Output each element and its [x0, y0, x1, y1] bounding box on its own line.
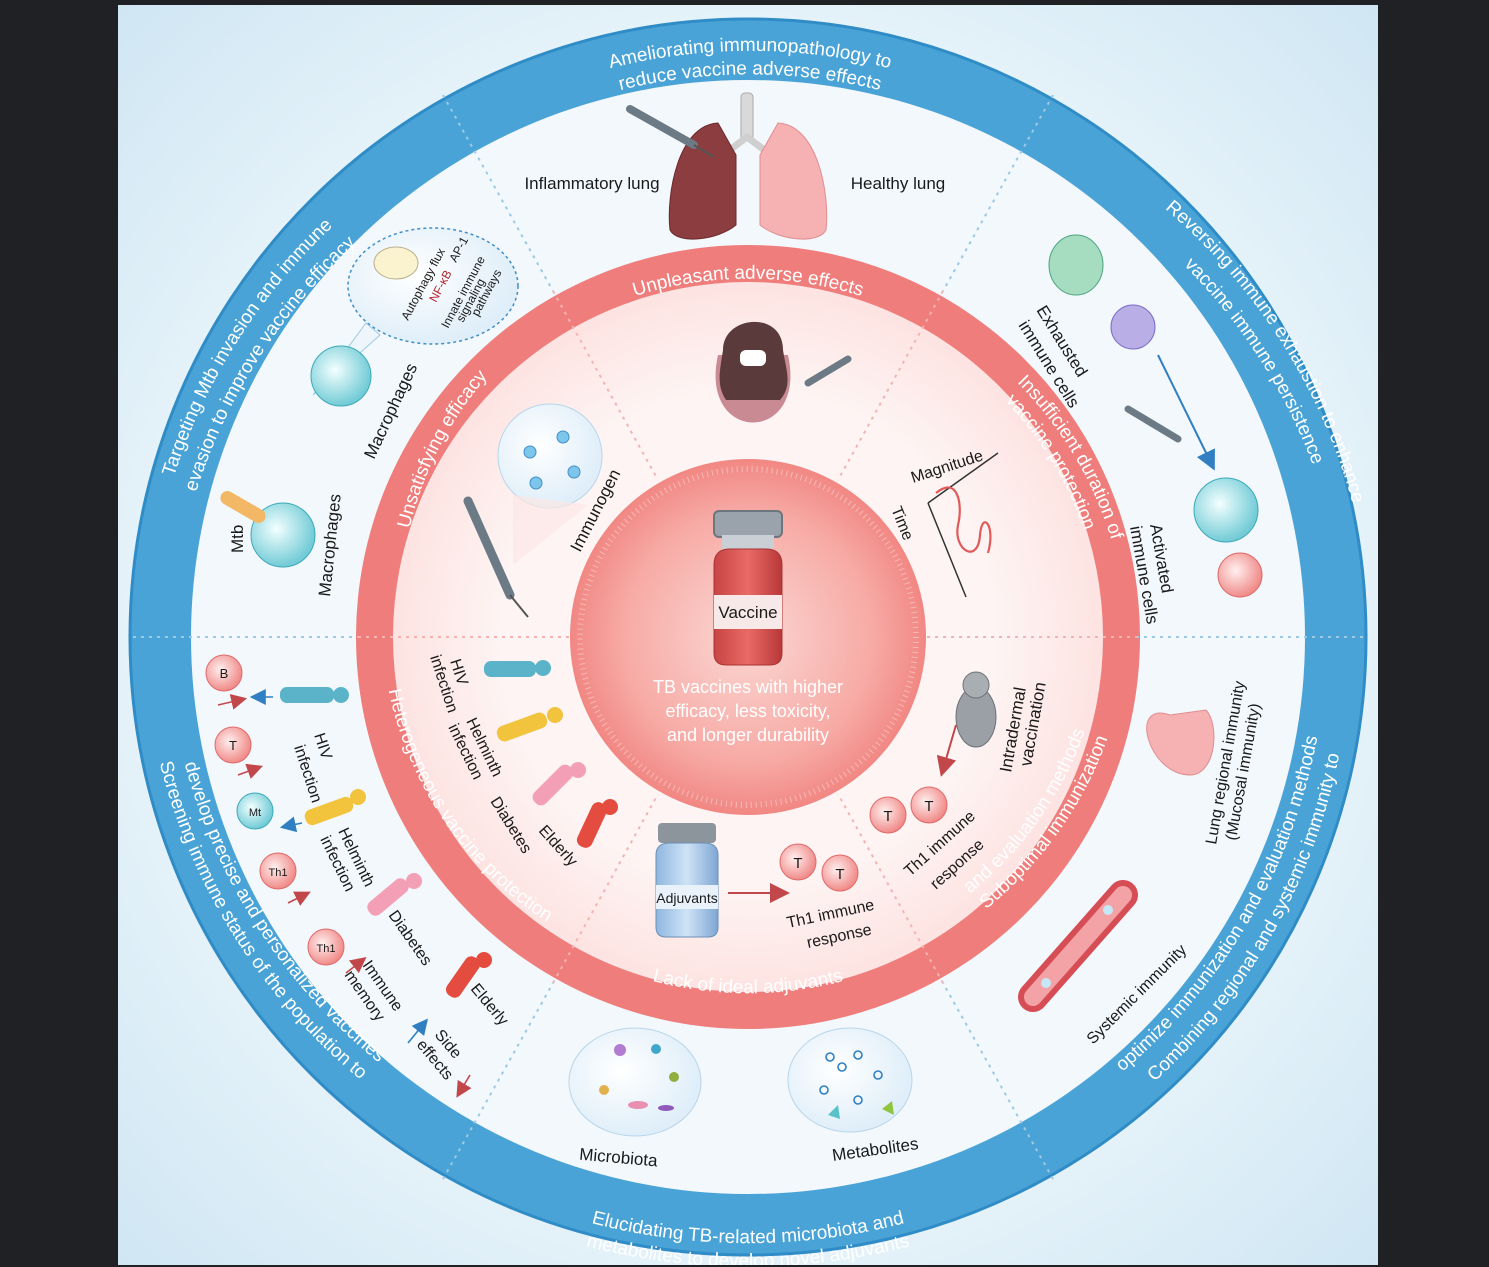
th1-cell-label: Th1	[269, 867, 288, 879]
t-cell-label: T	[229, 738, 237, 753]
mtb-infected-cell-icon	[236, 792, 274, 830]
exhausted-cell-green-icon	[1048, 234, 1104, 296]
activated-macrophage-icon	[1193, 477, 1259, 543]
person-elderly-inner-icon	[576, 799, 618, 848]
person-diabetes-outer-icon	[367, 873, 422, 916]
signaling-bubble	[347, 227, 519, 345]
mtb-cell-label: Mt	[249, 807, 261, 819]
t-cell-label: T	[835, 866, 844, 883]
t-cell-icon	[214, 726, 252, 764]
person-helminth-outer-icon	[304, 789, 366, 826]
t-cell-label: T	[883, 808, 892, 825]
t-cell-label: T	[924, 798, 933, 815]
person-helminth-inner-icon	[496, 707, 563, 742]
th1-cell-icon	[259, 852, 297, 890]
syringe-icon	[626, 105, 715, 158]
intradermal-arrow	[936, 724, 957, 777]
immune-status-arrows	[217, 689, 472, 1098]
woman-adverse-effects-icon	[715, 321, 791, 423]
center-goal-text: TB vaccines with higher efficacy, less t…	[653, 677, 843, 745]
mouse-icon	[955, 671, 997, 748]
healthy-lung-label: Healthy lung	[851, 174, 946, 193]
syringe-arm-icon	[804, 355, 852, 387]
mtb-bacillus-icon	[220, 491, 266, 523]
th1-cell-label: Th1	[317, 943, 336, 955]
activated-cell-pink-icon	[1217, 552, 1263, 598]
lungs-icon	[668, 92, 828, 240]
goal-line3: and longer durability	[667, 725, 829, 745]
immunogen-particles	[523, 430, 581, 490]
adjuvants-vial-icon	[655, 823, 719, 938]
metabolites-bubble	[787, 1027, 913, 1133]
outer-dividers	[133, 94, 1363, 1180]
t-cell-icon	[869, 796, 907, 834]
exhausted-cell-purple-icon	[1110, 304, 1156, 350]
vaccine-vial-icon	[713, 510, 783, 666]
figure-panel: Ameliorating immunopathology to reduce v…	[118, 5, 1378, 1265]
goal-line1: TB vaccines with higher	[653, 677, 843, 697]
lung-regional-icon	[1146, 709, 1215, 776]
exhaustion-reversal-arrow	[1157, 354, 1215, 471]
person-diabetes-inner-icon	[532, 762, 586, 806]
immunogen-bubble	[497, 403, 603, 509]
vial-label: Vaccine	[718, 603, 777, 622]
inflammatory-lung-label: Inflammatory lung	[524, 174, 659, 193]
microbiota-icons	[599, 1044, 679, 1111]
adjuvants-label: Adjuvants	[656, 890, 717, 906]
person-hiv-inner-icon	[484, 660, 551, 677]
immune-status-cells: B T Mt Th1 Th1	[205, 654, 345, 966]
macrophage-upper-icon	[310, 345, 372, 407]
b-cell-label: B	[220, 666, 229, 681]
th1-cell-icon	[307, 928, 345, 966]
figure-svg: Ameliorating immunopathology to reduce v…	[128, 17, 1368, 1265]
t-cell-icon	[910, 786, 948, 824]
macrophage-lower-icon	[250, 502, 316, 568]
magnitude-time-graph	[927, 452, 999, 598]
metabolites-icons	[819, 1050, 894, 1119]
syringe-immunogen-icon	[463, 496, 529, 618]
t-cell-icon	[821, 854, 859, 892]
population-figures	[280, 660, 618, 998]
person-hiv-outer-icon	[280, 687, 349, 703]
person-elderly-outer-icon	[446, 952, 492, 998]
t-cell-icon	[779, 843, 817, 881]
goal-line2: efficacy, less toxicity,	[665, 701, 830, 721]
syringe-ur-icon	[1124, 405, 1182, 443]
t-cell-label: T	[793, 855, 802, 872]
microbiota-bubble	[568, 1027, 702, 1137]
mtb-label: Mtb	[228, 525, 247, 553]
b-cell-icon	[205, 654, 243, 692]
blood-vessel-icon	[1018, 880, 1138, 1012]
